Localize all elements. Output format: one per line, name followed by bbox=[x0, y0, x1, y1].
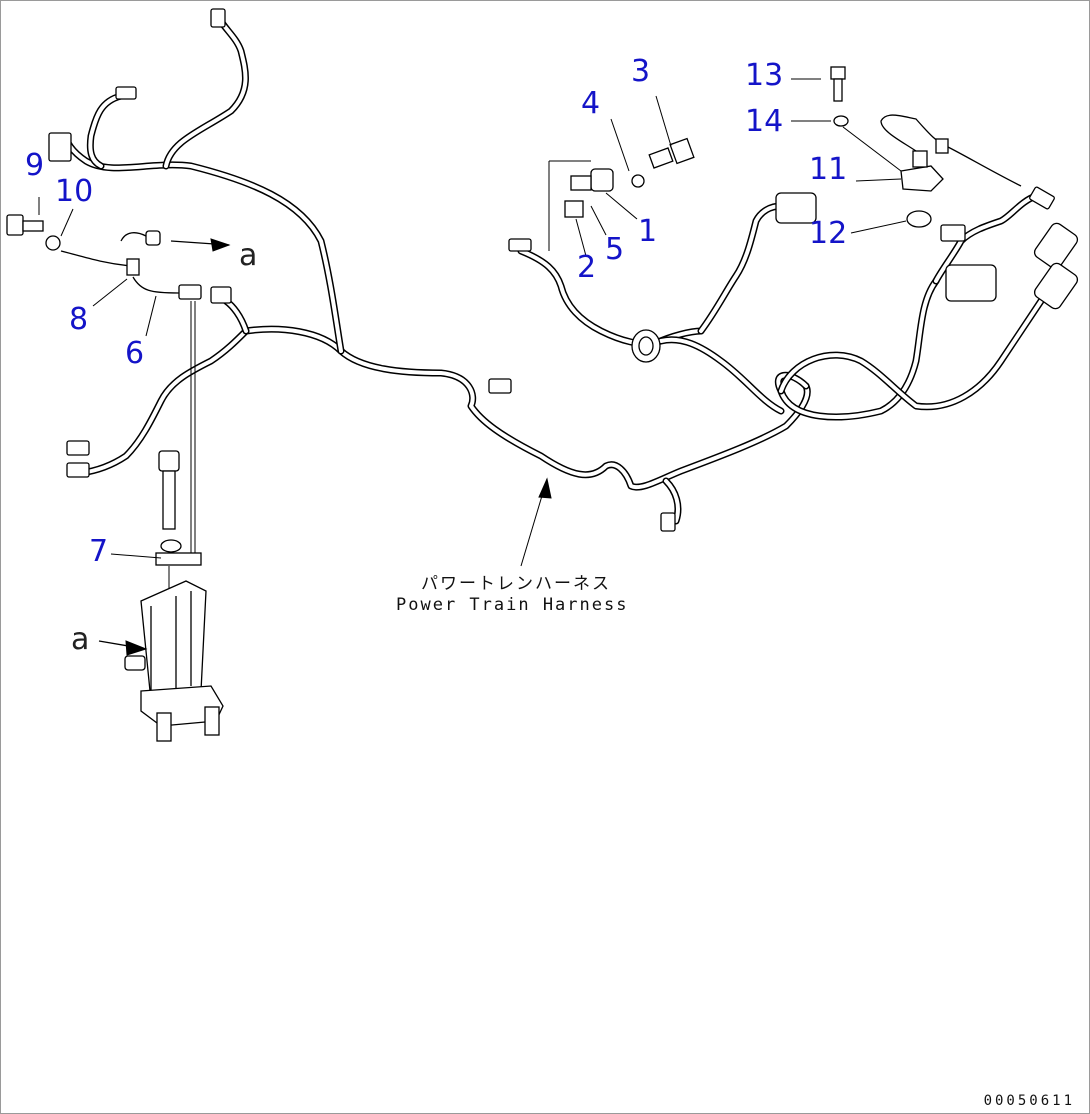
bolt-9 bbox=[6, 214, 44, 236]
view-ref-a-left: a bbox=[71, 622, 90, 657]
callout-3: 3 bbox=[631, 54, 651, 89]
callout-14: 14 bbox=[745, 104, 784, 139]
callout-1: 1 bbox=[638, 214, 658, 249]
callout-4: 4 bbox=[581, 86, 601, 121]
power-train-harness bbox=[62, 12, 1065, 525]
callout-11: 11 bbox=[809, 152, 848, 187]
callout-7: 7 bbox=[89, 534, 109, 569]
sensor-11-assembly bbox=[791, 66, 1022, 234]
callout-9: 9 bbox=[25, 148, 45, 183]
callout-12: 12 bbox=[809, 216, 848, 251]
drawing-number: 00050611 bbox=[983, 1093, 1075, 1109]
washer-10 bbox=[45, 235, 61, 251]
sensor-8 bbox=[60, 230, 180, 294]
callout-13: 13 bbox=[745, 58, 784, 93]
bracket-assembly bbox=[124, 301, 224, 742]
callout-8: 8 bbox=[69, 302, 89, 337]
callout-6: 6 bbox=[125, 336, 145, 371]
callout-2: 2 bbox=[577, 250, 597, 285]
callout-10: 10 bbox=[55, 174, 94, 209]
harness-name-en: Power Train Harness bbox=[396, 595, 629, 615]
callout-5: 5 bbox=[605, 232, 625, 267]
view-ref-a-right: a bbox=[239, 238, 258, 273]
harness-name-jp: パワートレンハーネス bbox=[421, 574, 611, 594]
clip-cluster bbox=[548, 95, 695, 257]
harness-connectors bbox=[48, 8, 1079, 532]
